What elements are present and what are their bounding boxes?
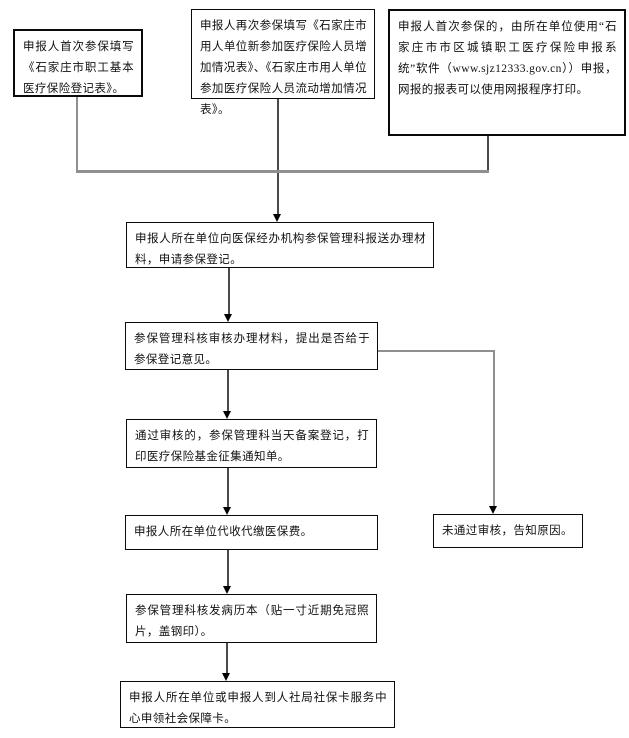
arrowhead-down-into-submit-icon bbox=[273, 214, 281, 222]
flow-node-first-enrollment-form: 申报人首次参保填写《石家庄市职工基本医疗保险登记表》。 bbox=[13, 29, 143, 97]
arrowhead-down-into-review-icon bbox=[224, 314, 232, 322]
arrowhead-down-into-collect-icon bbox=[223, 507, 231, 515]
flow-node-review-materials: 参保管理科核审核办理材料，提出是否给于参保登记意见。 bbox=[125, 322, 378, 370]
connector-review-branch-right bbox=[378, 350, 495, 352]
flow-node-issue-medical-record-book: 参保管理科核发病历本（贴一寸近期免冠照片，盖钢印）。 bbox=[126, 594, 377, 643]
connector-approved-to-collect bbox=[227, 468, 229, 508]
flow-node-apply-social-security-card: 申报人所在单位或申报人到人社局社保卡服务中心申领社会保障卡。 bbox=[120, 681, 395, 728]
connector-note-to-bus bbox=[487, 136, 489, 172]
connector-branch-down-to-failed bbox=[493, 350, 495, 507]
flow-node-review-failed: 未通过审核，告知原因。 bbox=[433, 514, 583, 548]
flow-node-online-declaration-note: 申报人首次参保的，由所在单位使用“石家庄市市区城镇职工医疗保险申报系统”软件（w… bbox=[388, 9, 626, 136]
flow-node-submit-materials: 申报人所在单位向医保经办机构参保管理科报送办理材料，申请参保登记。 bbox=[126, 222, 434, 268]
connector-horizontal-bus bbox=[76, 170, 489, 173]
connector-book-to-card bbox=[226, 643, 228, 674]
connector-form1-to-bus bbox=[76, 97, 78, 171]
arrowhead-down-into-book-icon bbox=[223, 586, 231, 594]
flow-node-approved-registration: 通过审核的，参保管理科当天备案登记，打印医疗保险基金征集通知单。 bbox=[126, 419, 377, 468]
connector-review-to-approved bbox=[227, 370, 229, 412]
flow-node-re-enrollment-forms: 申报人再次参保填写《石家庄市用人单位新参加医疗保险人员增加情况表》、《石家庄市用… bbox=[191, 9, 375, 116]
flow-node-collect-premiums: 申报人所在单位代收代缴医保费。 bbox=[125, 515, 378, 550]
arrowhead-down-into-failed-icon bbox=[489, 506, 497, 514]
arrowhead-down-into-card-icon bbox=[222, 673, 230, 681]
arrowhead-down-into-approved-icon bbox=[223, 411, 231, 419]
connector-form2-to-submit bbox=[277, 99, 279, 215]
connector-collect-to-book bbox=[227, 550, 229, 587]
connector-submit-to-review bbox=[228, 268, 230, 315]
